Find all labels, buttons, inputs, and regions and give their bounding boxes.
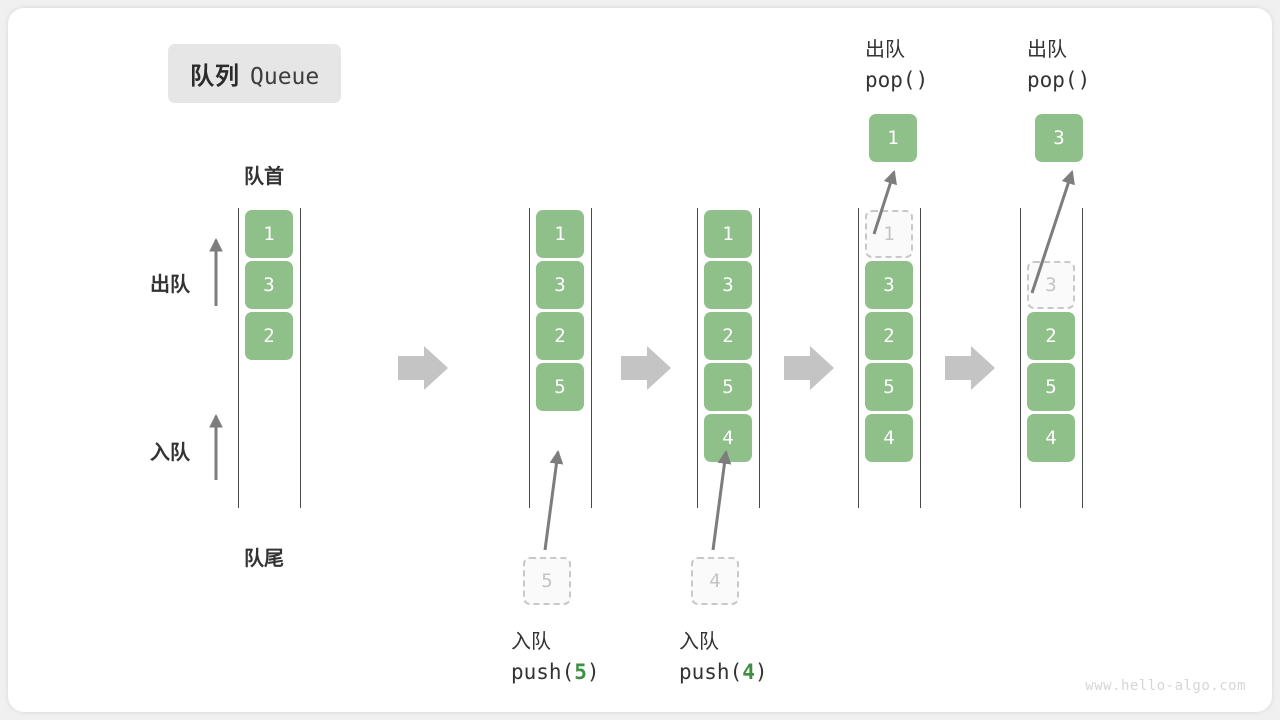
diagram-title-badge: 队列 Queue bbox=[168, 44, 342, 103]
queue-item: 2 bbox=[245, 312, 293, 360]
caption-pop-2: 出队 pop() bbox=[1027, 36, 1090, 95]
rail-right bbox=[920, 208, 921, 508]
caption-pop-1: 出队 pop() bbox=[865, 36, 928, 95]
caption-push-5: 入队 push(5) bbox=[511, 628, 600, 687]
queue-item: 4 bbox=[865, 414, 913, 462]
queue-item: 2 bbox=[1027, 312, 1075, 360]
caption-push-4-line2: push(4) bbox=[679, 657, 768, 687]
rail-right bbox=[1082, 208, 1083, 508]
ghost-box-push-5: 5 bbox=[523, 557, 571, 605]
rail-left bbox=[529, 208, 530, 508]
step-arrow bbox=[621, 346, 671, 390]
rail-left bbox=[697, 208, 698, 508]
rail-left bbox=[858, 208, 859, 508]
caption-push-4-close: ) bbox=[754, 660, 768, 684]
caption-push-4-op: push( bbox=[679, 660, 743, 684]
caption-pop-2-line1: 出队 bbox=[1027, 39, 1067, 61]
ghost-slot: 3 bbox=[1027, 261, 1075, 309]
diagram-card: 队列 Queue 出队 pop() 出队 pop() 1 3 队首 出队 入队 … bbox=[8, 8, 1272, 712]
caption-pop-1-line1: 出队 bbox=[865, 39, 905, 61]
queue-rails-push5 bbox=[529, 208, 592, 508]
queue-item: 1 bbox=[704, 210, 752, 258]
label-head: 队首 bbox=[244, 166, 284, 188]
label-enqueue: 入队 bbox=[150, 442, 190, 464]
step-arrow bbox=[945, 346, 995, 390]
caption-push-5-line2: push(5) bbox=[511, 657, 600, 687]
caption-push-5-line1: 入队 bbox=[511, 631, 551, 653]
ghost-box-push-4: 4 bbox=[691, 557, 739, 605]
queue-item: 3 bbox=[865, 261, 913, 309]
watermark: www.hello-algo.com bbox=[1085, 678, 1246, 694]
queue-item: 3 bbox=[245, 261, 293, 309]
queue-item: 2 bbox=[704, 312, 752, 360]
caption-pop-1-close: ) bbox=[915, 68, 929, 92]
title-chinese: 队列 bbox=[190, 63, 240, 90]
queue-item: 5 bbox=[865, 363, 913, 411]
queue-item: 1 bbox=[536, 210, 584, 258]
queue-slots-push4: 1 3 2 5 4 bbox=[704, 210, 752, 465]
caption-push-5-close: ) bbox=[586, 660, 600, 684]
caption-pop-1-line2: pop() bbox=[865, 65, 928, 95]
empty-slot bbox=[1027, 210, 1075, 258]
queue-item: 3 bbox=[536, 261, 584, 309]
queue-slots-initial: 1 3 2 bbox=[245, 210, 293, 363]
caption-pop-1-op: pop( bbox=[865, 68, 916, 92]
popped-box-2: 3 bbox=[1035, 114, 1083, 162]
caption-pop-2-op: pop( bbox=[1027, 68, 1078, 92]
diagram-stage: 队列 Queue 出队 pop() 出队 pop() 1 3 队首 出队 入队 … bbox=[8, 8, 1272, 712]
queue-item: 5 bbox=[704, 363, 752, 411]
caption-push-5-arg: 5 bbox=[574, 660, 587, 684]
queue-item: 2 bbox=[536, 312, 584, 360]
queue-item: 5 bbox=[536, 363, 584, 411]
ghost-slot: 1 bbox=[865, 210, 913, 258]
queue-rails-pop1 bbox=[858, 208, 921, 508]
caption-push-4: 入队 push(4) bbox=[679, 628, 768, 687]
queue-slots-pop1: 1 3 2 5 4 bbox=[865, 210, 913, 465]
caption-push-4-line1: 入队 bbox=[679, 631, 719, 653]
queue-slots-push5: 1 3 2 5 bbox=[536, 210, 584, 414]
queue-rails-initial bbox=[238, 208, 301, 508]
step-arrow bbox=[398, 346, 448, 390]
queue-rails-pop3 bbox=[1020, 208, 1083, 508]
queue-rails-push4 bbox=[697, 208, 760, 508]
queue-item: 1 bbox=[245, 210, 293, 258]
step-arrow bbox=[784, 346, 834, 390]
queue-item: 4 bbox=[704, 414, 752, 462]
rail-right bbox=[591, 208, 592, 508]
rail-left bbox=[238, 208, 239, 508]
queue-item: 5 bbox=[1027, 363, 1075, 411]
title-english: Queue bbox=[250, 64, 320, 90]
rail-right bbox=[300, 208, 301, 508]
rail-left bbox=[1020, 208, 1021, 508]
caption-pop-2-close: ) bbox=[1077, 68, 1091, 92]
queue-slots-pop3: 3 2 5 4 bbox=[1027, 210, 1075, 465]
rail-right bbox=[759, 208, 760, 508]
caption-push-5-op: push( bbox=[511, 660, 575, 684]
popped-box-1: 1 bbox=[869, 114, 917, 162]
caption-push-4-arg: 4 bbox=[742, 660, 755, 684]
queue-item: 3 bbox=[704, 261, 752, 309]
label-dequeue: 出队 bbox=[150, 274, 190, 296]
caption-pop-2-line2: pop() bbox=[1027, 65, 1090, 95]
queue-item: 2 bbox=[865, 312, 913, 360]
label-tail: 队尾 bbox=[244, 548, 284, 570]
queue-item: 4 bbox=[1027, 414, 1075, 462]
